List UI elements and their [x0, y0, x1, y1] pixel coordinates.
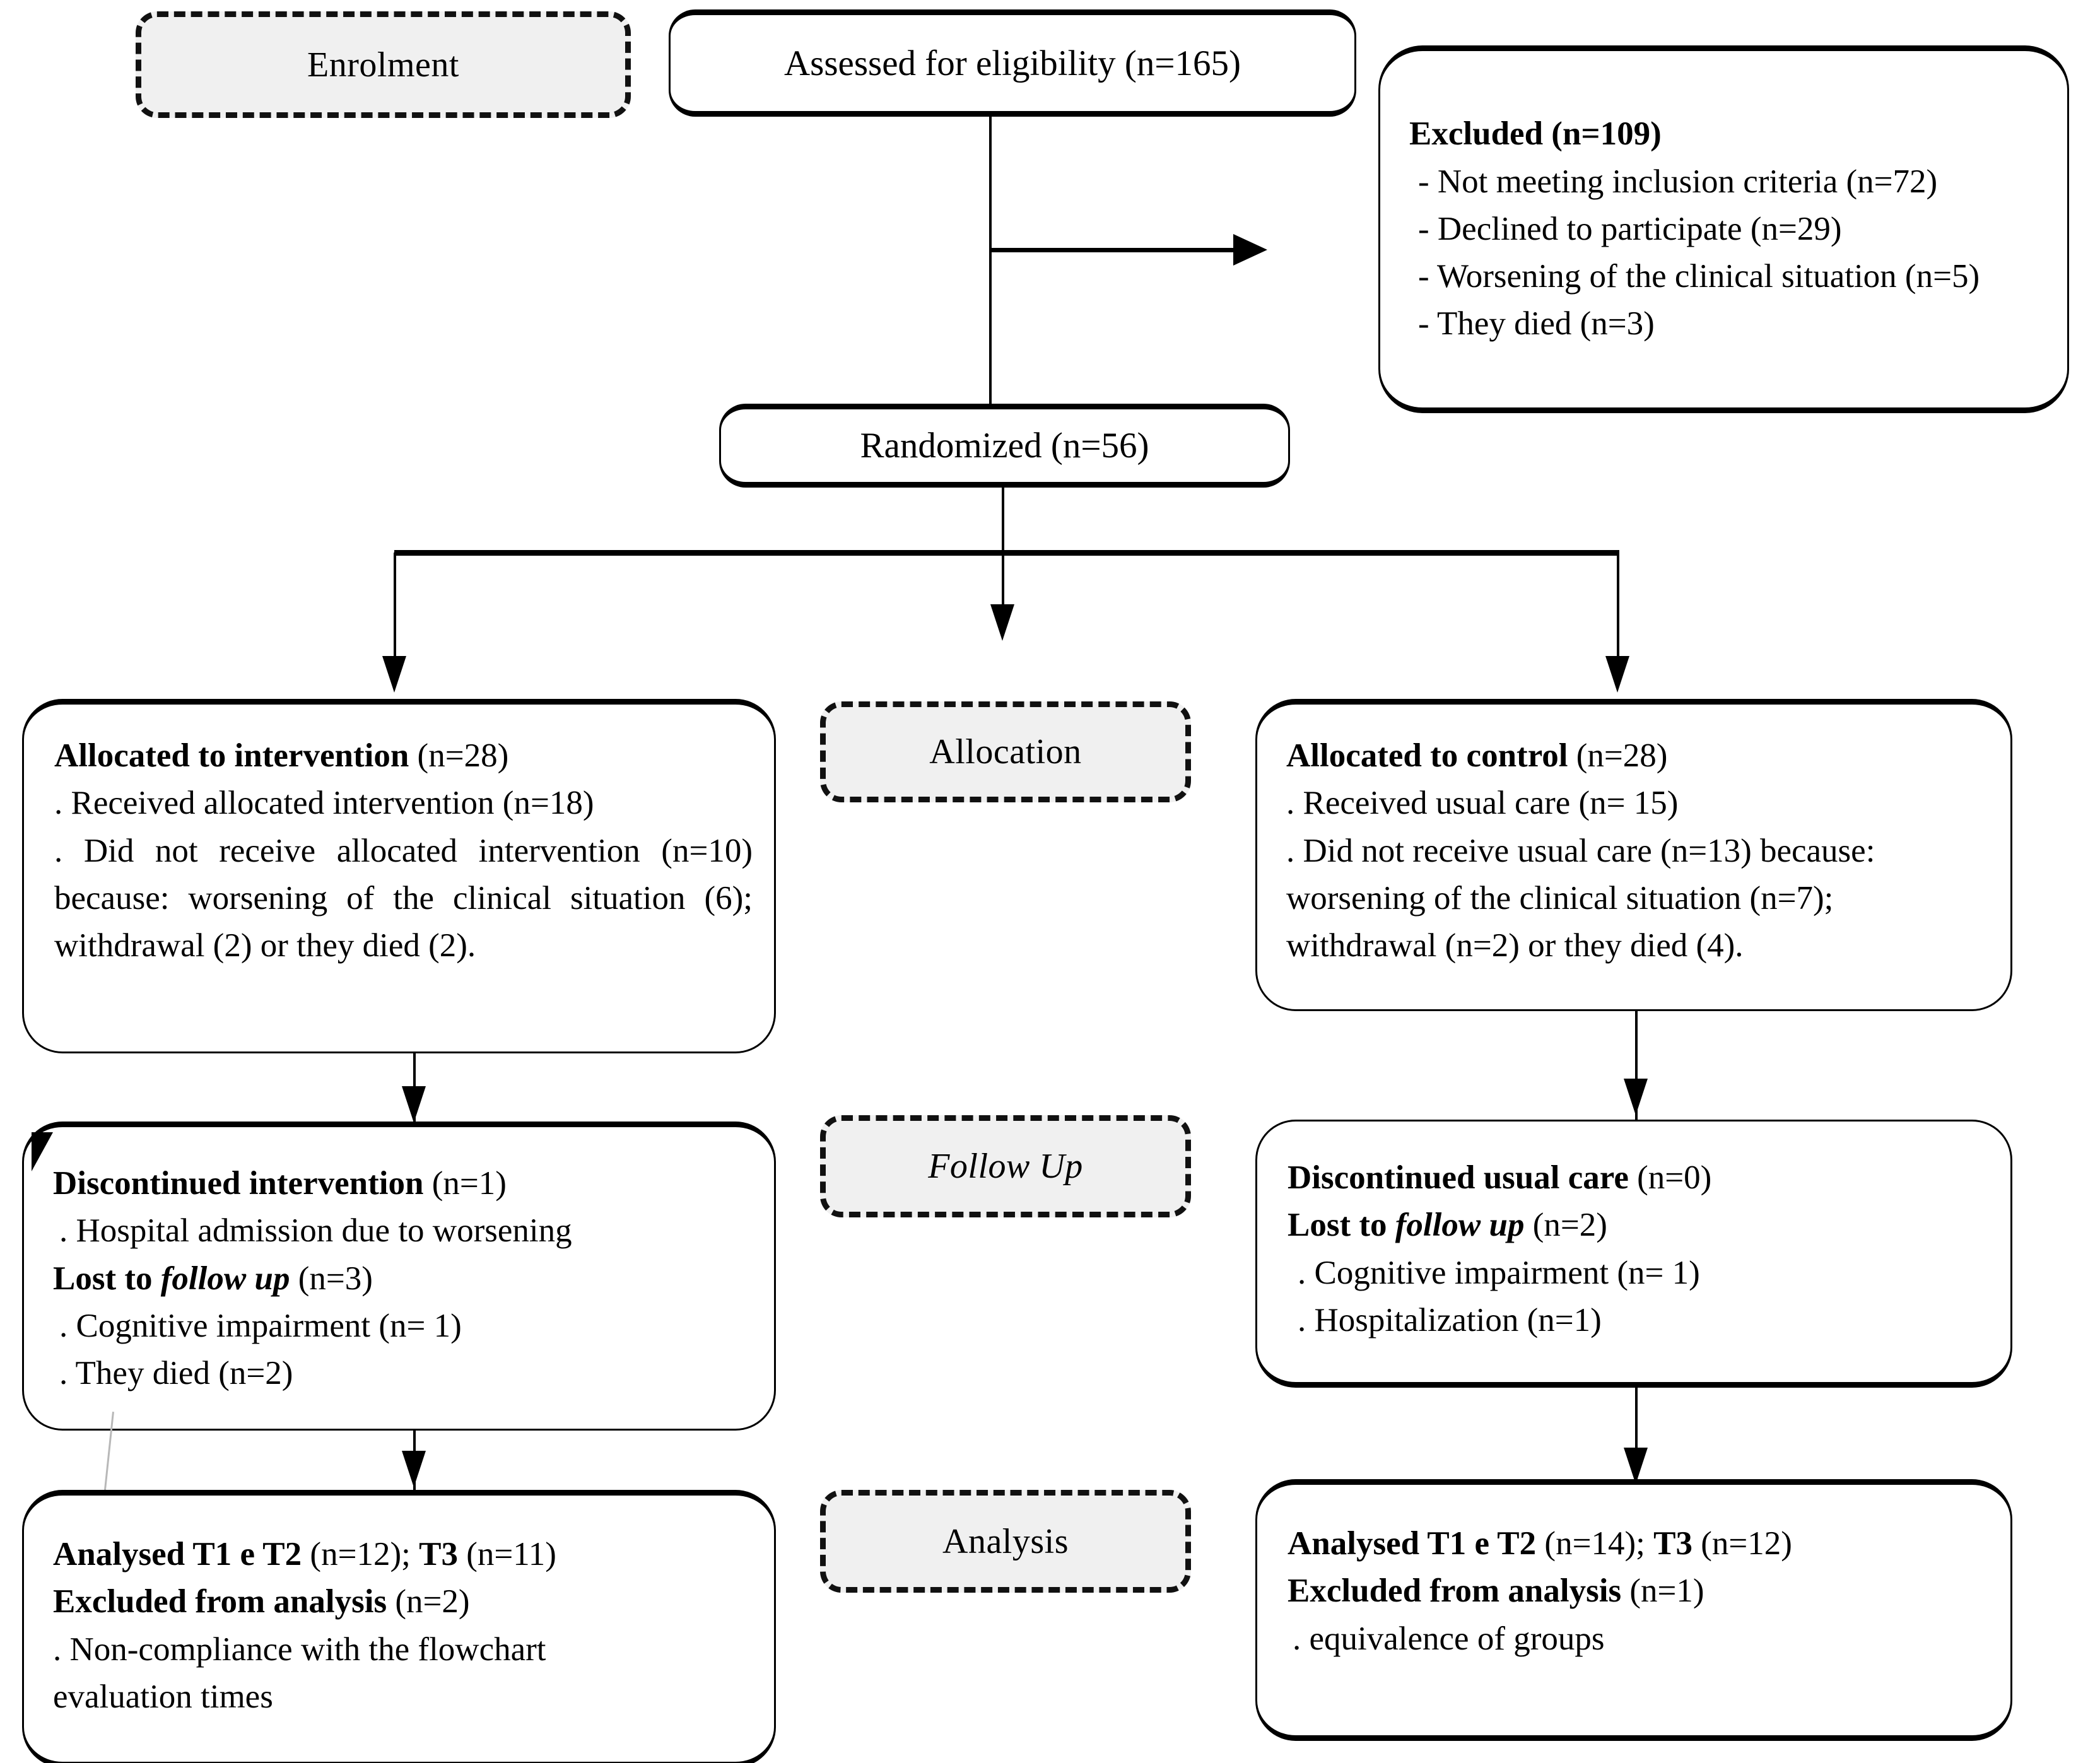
assessed-for-eligibility-text: Assessed for eligibility (n=165)	[784, 43, 1241, 83]
discontinued-intervention-reason: . Hospital admission due to worsening	[59, 1212, 572, 1250]
discontinued-intervention-heading: Discontinued intervention (n=1)	[53, 1160, 753, 1207]
connector-randomized-bar	[394, 550, 1619, 556]
excluded-analysis-intervention-n: (n=2)	[387, 1583, 470, 1620]
box-assessed-for-eligibility: Assessed for eligibility (n=165)	[669, 9, 1356, 117]
stage-label-analysis-text: Analysis	[942, 1521, 1069, 1561]
lost-followup-intervention-heading: Lost to follow up (n=3)	[53, 1255, 753, 1303]
connector-assessed-to-excluded	[989, 248, 1235, 252]
excluded-analysis-control-label: Excluded from analysis	[1288, 1573, 1622, 1610]
arrowhead-control-analysis	[1624, 1448, 1648, 1484]
box-allocated-to-intervention: Allocated to intervention (n=28) . Recei…	[22, 699, 776, 1053]
excluded-reason-2: - Worsening of the clinical situation (n…	[1418, 258, 1980, 295]
allocated-control-line-0: . Received usual care (n= 15)	[1286, 785, 1679, 822]
excluded-content: Excluded (n=109) - Not meeting inclusion…	[1380, 51, 2067, 407]
lost-followup-intervention-n: (n=3)	[290, 1260, 373, 1297]
excluded-reason-3: - They died (n=3)	[1418, 305, 1655, 343]
box-analysed-intervention: Analysed T1 e T2 (n=12); T3 (n=11) Exclu…	[22, 1490, 776, 1763]
lost-followup-control-heading: Lost to follow up (n=2)	[1288, 1202, 1989, 1249]
corner-marker-triangle	[32, 1132, 53, 1171]
connector-control-followup-to-analysis	[1635, 1388, 1638, 1489]
arrowhead-branch-left	[382, 656, 406, 693]
allocated-intervention-heading: Allocated to intervention (n=28)	[54, 732, 753, 780]
stage-label-allocation-text: Allocation	[929, 732, 1082, 771]
discontinued-usual-care-content: Discontinued usual care (n=0) Lost to fo…	[1257, 1122, 2010, 1382]
lost-followup-intervention-italic: follow up	[160, 1260, 290, 1297]
analysed-intervention-t3-n: (n=11)	[457, 1536, 556, 1573]
allocated-intervention-line-0: . Received allocated intervention (n=18)	[54, 785, 594, 822]
discontinued-usual-care-heading: Discontinued usual care (n=0)	[1288, 1154, 1989, 1202]
connector-control-alloc-to-followup	[1635, 1011, 1638, 1120]
allocated-intervention-line-1: . Did not receive allocated intervention…	[54, 832, 761, 964]
discontinued-intervention-label: Discontinued intervention	[53, 1165, 424, 1202]
lost-followup-control-italic: follow up	[1395, 1207, 1525, 1244]
allocated-control-line-1: . Did not receive usual care (n=13) beca…	[1286, 832, 1884, 964]
stage-label-allocation: Allocation	[820, 701, 1191, 802]
allocated-control-heading-n: (n=28)	[1568, 737, 1668, 774]
lost-followup-control-n: (n=2)	[1524, 1207, 1607, 1244]
connector-branch-right	[1617, 553, 1619, 660]
excluded-reason-1: - Declined to participate (n=29)	[1418, 210, 1842, 247]
box-excluded: Excluded (n=109) - Not meeting inclusion…	[1378, 45, 2069, 413]
discontinued-usual-care-label: Discontinued usual care	[1288, 1159, 1629, 1196]
stage-label-follow-up-text: Follow Up	[928, 1147, 1083, 1186]
analysed-intervention-heading: Analysed T1 e T2 (n=12); T3 (n=11)	[53, 1531, 753, 1578]
excluded-reason-0: - Not meeting inclusion criteria (n=72)	[1418, 163, 1938, 200]
lost-followup-control-reason-0: . Cognitive impairment (n= 1)	[1298, 1254, 1700, 1291]
allocated-to-control-content: Allocated to control (n=28) . Received u…	[1257, 705, 2010, 1009]
lost-followup-intervention-prefix: Lost to	[53, 1260, 161, 1297]
analysed-control-heading: Analysed T1 e T2 (n=14); T3 (n=12)	[1288, 1520, 1989, 1567]
stage-label-enrolment: Enrolment	[136, 11, 631, 118]
allocated-to-intervention-content: Allocated to intervention (n=28) . Recei…	[24, 705, 774, 1051]
allocated-control-heading-bold: Allocated to control	[1286, 737, 1568, 774]
allocated-intervention-heading-n: (n=28)	[409, 737, 509, 774]
arrowhead-intervention-analysis	[402, 1451, 426, 1487]
analysed-control-label: Analysed T1 e T2	[1288, 1525, 1537, 1562]
lost-followup-control-prefix: Lost to	[1288, 1207, 1395, 1244]
arrowhead-branch-center	[990, 604, 1014, 641]
excluded-heading: Excluded (n=109)	[1409, 115, 1662, 153]
analysed-control-t3-label: T3	[1653, 1525, 1692, 1562]
discontinued-intervention-content: Discontinued intervention (n=1) . Hospit…	[24, 1127, 774, 1429]
stage-label-enrolment-text: Enrolment	[307, 45, 459, 85]
box-allocated-to-control: Allocated to control (n=28) . Received u…	[1255, 699, 2012, 1011]
analysed-intervention-n: (n=12);	[302, 1536, 419, 1573]
analysed-intervention-t3-label: T3	[419, 1536, 458, 1573]
excluded-analysis-intervention-label: Excluded from analysis	[53, 1583, 387, 1620]
lost-followup-control-reason-1: . Hospitalization (n=1)	[1298, 1301, 1602, 1338]
lost-followup-intervention-reason-1: . They died (n=2)	[59, 1355, 293, 1391]
allocated-intervention-heading-bold: Allocated to intervention	[54, 737, 409, 774]
lost-followup-intervention-reason-0: . Cognitive impairment (n= 1)	[59, 1307, 462, 1344]
arrowhead-to-excluded	[1233, 234, 1267, 266]
box-analysed-control: Analysed T1 e T2 (n=14); T3 (n=12) Exclu…	[1255, 1479, 2012, 1741]
stage-label-follow-up: Follow Up	[820, 1115, 1191, 1217]
connector-branch-center	[1002, 553, 1004, 608]
connector-assessed-to-randomized	[989, 117, 992, 406]
excluded-analysis-intervention-reason: . Non-compliance with the flowchart eval…	[53, 1631, 554, 1715]
analysed-control-content: Analysed T1 e T2 (n=14); T3 (n=12) Exclu…	[1257, 1485, 2010, 1735]
excluded-analysis-control-heading: Excluded from analysis (n=1)	[1288, 1567, 1989, 1615]
stage-label-analysis: Analysis	[820, 1490, 1191, 1593]
connector-randomized-stem	[1002, 488, 1004, 554]
arrowhead-branch-right	[1605, 656, 1629, 693]
connector-branch-left	[394, 553, 396, 660]
excluded-analysis-control-reason: . equivalence of groups	[1293, 1620, 1605, 1657]
box-discontinued-intervention: Discontinued intervention (n=1) . Hospit…	[22, 1122, 776, 1431]
randomized-text: Randomized (n=56)	[860, 426, 1149, 466]
arrowhead-intervention-followup	[402, 1086, 426, 1123]
analysed-intervention-label: Analysed T1 e T2	[53, 1536, 302, 1573]
analysed-control-t3-n: (n=12)	[1692, 1525, 1792, 1562]
analysed-intervention-content: Analysed T1 e T2 (n=12); T3 (n=11) Exclu…	[24, 1496, 774, 1762]
discontinued-intervention-n: (n=1)	[423, 1165, 507, 1202]
box-randomized: Randomized (n=56)	[719, 404, 1290, 488]
arrowhead-control-followup	[1624, 1079, 1648, 1115]
box-discontinued-usual-care: Discontinued usual care (n=0) Lost to fo…	[1255, 1120, 2012, 1388]
discontinued-usual-care-n: (n=0)	[1628, 1159, 1712, 1196]
allocated-control-heading: Allocated to control (n=28)	[1286, 732, 1989, 780]
analysed-control-n: (n=14);	[1536, 1525, 1654, 1562]
excluded-analysis-intervention-heading: Excluded from analysis (n=2)	[53, 1578, 753, 1625]
excluded-analysis-control-n: (n=1)	[1621, 1573, 1704, 1610]
